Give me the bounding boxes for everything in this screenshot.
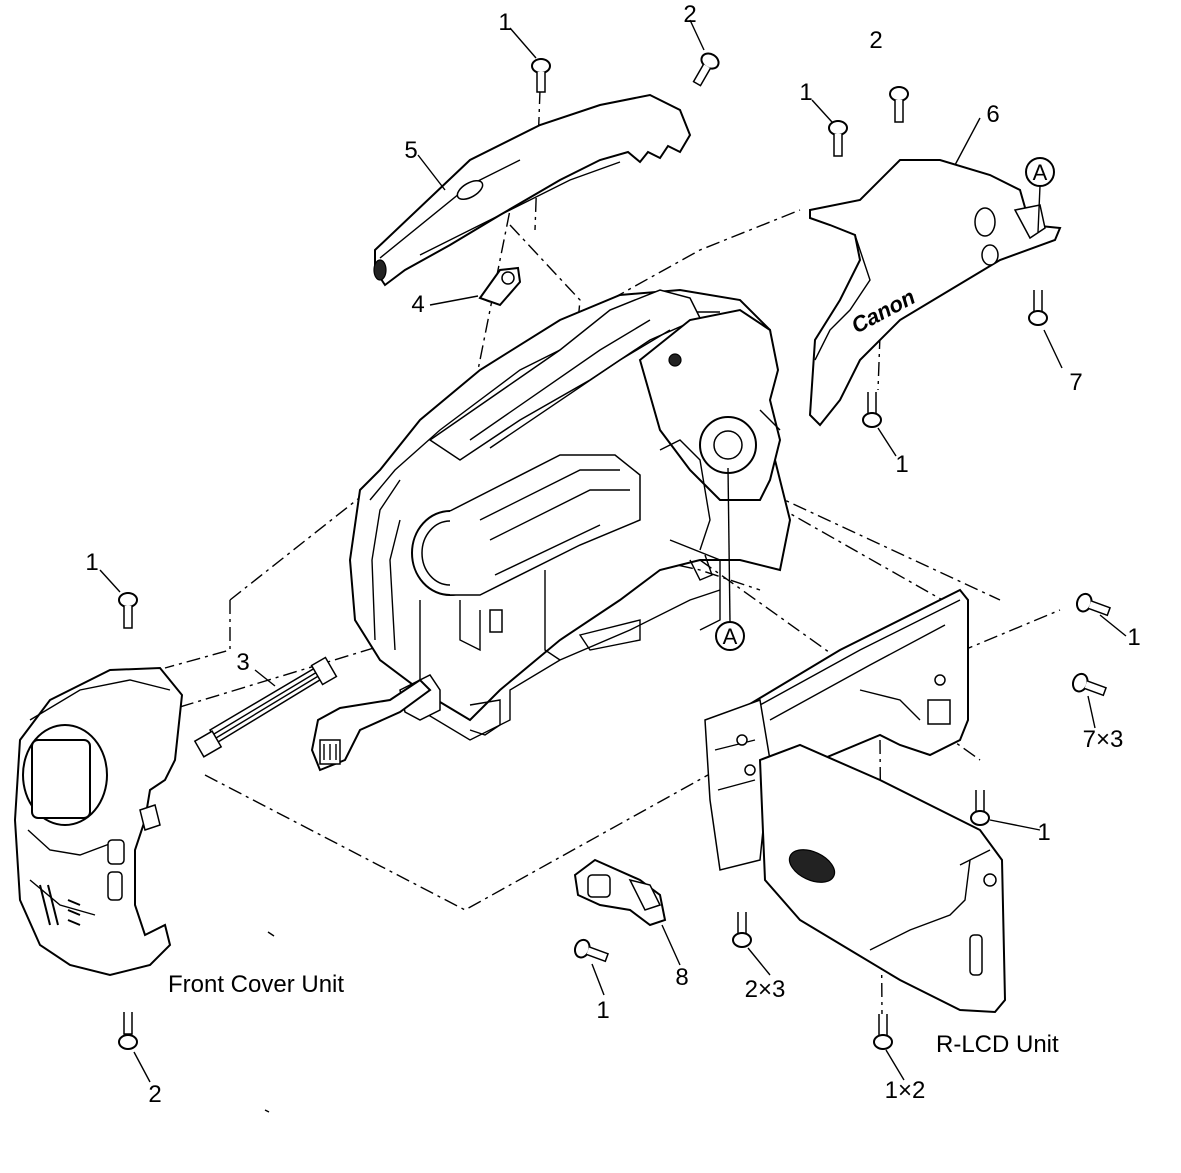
- side-grip-cover-part-6: Canon: [808, 159, 1062, 427]
- ref-a-label-2: A: [723, 624, 738, 649]
- screw-2-top-6: [889, 86, 909, 123]
- front-cover-unit: [13, 666, 184, 977]
- callout-6: 6: [986, 101, 999, 128]
- stray-marks: [264, 931, 275, 1113]
- callout-1-top-6: 1: [799, 79, 812, 106]
- leader-lines: [99, 19, 1127, 1083]
- screws: [118, 52, 1112, 1050]
- screw-1-top-6: [828, 120, 848, 157]
- screw-2-hinge: [732, 912, 752, 948]
- ribbon-cable-part-3: [193, 656, 338, 758]
- screw-1-top-5: [531, 58, 551, 93]
- callout-4: 4: [411, 291, 424, 318]
- ref-a-label-1: A: [1033, 160, 1048, 185]
- callout-1-front-top: 1: [85, 549, 98, 576]
- screw-1-part-8: [573, 938, 610, 963]
- callout-1-top-5: 1: [498, 9, 511, 36]
- screw-7-lcd: [1071, 672, 1108, 697]
- callout-7x3: 7×3: [1083, 726, 1124, 753]
- r-lcd-unit: [704, 588, 1007, 1014]
- jack-part-8: [573, 858, 667, 927]
- screw-1-lcd-mid: [970, 790, 990, 826]
- callout-1-lcd-mid: 1: [1037, 819, 1050, 846]
- callout-2-top-6: 2: [869, 27, 882, 54]
- screw-1-cover-6: [862, 392, 882, 428]
- callout-numbers: 1 2 5 4 1 2 6 7 1 1 3 2 1 7×3 1 8 1 2×3 …: [85, 1, 1140, 1108]
- screw-1-front-top: [118, 592, 138, 629]
- reference-marker-a: A A: [715, 157, 1055, 651]
- top-handle-cover-part-5: [373, 93, 692, 287]
- switch-part-4: [478, 266, 522, 307]
- screw-1-lcd-right: [1075, 592, 1112, 617]
- callout-1x2: 1×2: [885, 1077, 926, 1104]
- screw-7-side: [1028, 290, 1048, 326]
- callout-5: 5: [404, 137, 417, 164]
- callout-2x3: 2×3: [745, 976, 786, 1003]
- callout-1-lcd-right: 1: [1127, 624, 1140, 651]
- front-cover-unit-label: Front Cover Unit: [168, 971, 344, 998]
- r-lcd-unit-label: R-LCD Unit: [936, 1031, 1059, 1058]
- callout-7: 7: [1069, 369, 1082, 396]
- screw-1-lcd-bottom: [873, 1014, 893, 1050]
- screw-2-front-bottom: [118, 1012, 138, 1050]
- callout-8: 8: [675, 964, 688, 991]
- flex-connector: [310, 678, 432, 772]
- callout-2-top-5: 2: [683, 1, 696, 28]
- callout-1-cover-6: 1: [895, 451, 908, 478]
- callout-3: 3: [236, 649, 249, 676]
- camera-body: [348, 288, 792, 741]
- screw-2-top-5: [692, 52, 720, 87]
- callout-1-part-8: 1: [596, 997, 609, 1024]
- callout-2-front-bottom: 2: [148, 1081, 161, 1108]
